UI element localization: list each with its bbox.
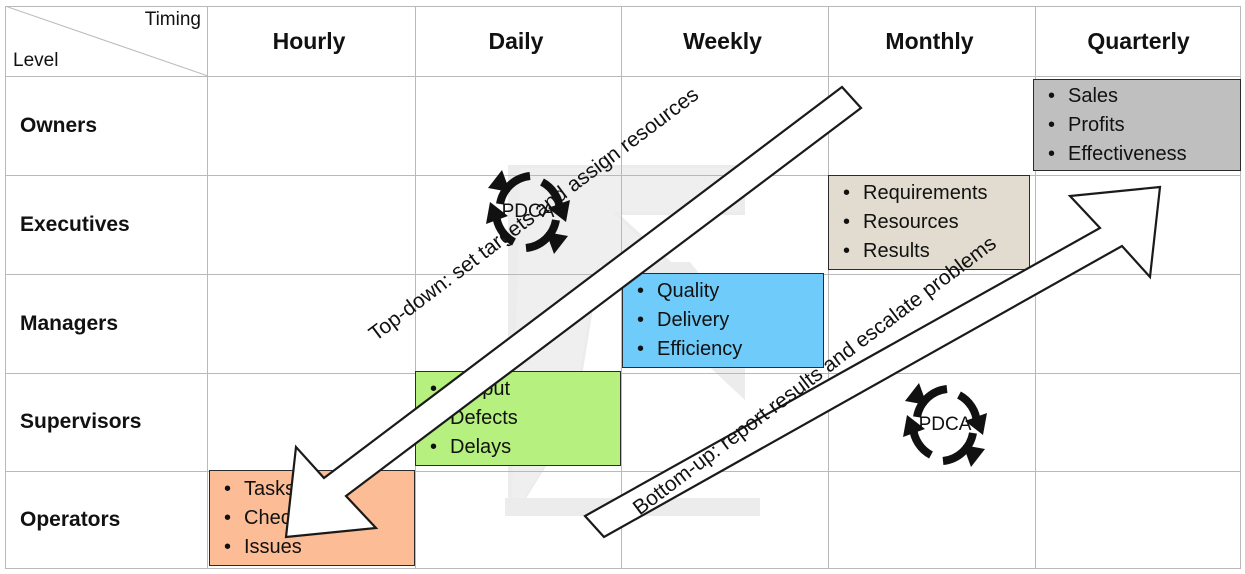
corner-header-cell: Timing Level (5, 6, 208, 76)
pdca-label: PDCA (918, 414, 972, 435)
row-header-operators: Operators (20, 508, 121, 531)
cell-item: •Checks (224, 506, 311, 529)
cell-item: •Sales (1048, 84, 1119, 107)
cell-managers-weekly[interactable]: •Quality •Delivery •Efficiency (622, 273, 824, 368)
grid-border (5, 6, 1241, 569)
cell-item: •Profits (1048, 113, 1125, 136)
cell-executives-monthly[interactable]: •Requirements •Resources •Results (828, 175, 1030, 270)
cell-item: •Output (430, 378, 511, 400)
column-header-quarterly: Quarterly (1087, 27, 1190, 54)
cell-item: •Resources (843, 211, 959, 233)
pdca-label: PDCA (501, 201, 555, 222)
column-header-hourly: Hourly (272, 27, 346, 54)
cell-operators-hourly[interactable]: •Tasks •Checks •Issues (209, 470, 415, 566)
row-header-managers: Managers (20, 311, 119, 335)
grid-line-v1 (207, 6, 208, 569)
grid-line-v4 (828, 6, 829, 569)
column-axis-label: Timing (144, 9, 201, 30)
cell-supervisors-daily[interactable]: •Output •Defects •Delays (415, 371, 621, 466)
cell-item: •Tasks (224, 477, 296, 500)
cell-item: •Efficiency (637, 338, 743, 360)
pdca-cycle-bottom-up: PDCA (897, 377, 993, 473)
row-header-supervisors: Supervisors (20, 410, 142, 433)
grid-line-h1 (5, 76, 1241, 77)
cell-item: •Quality (637, 280, 720, 302)
corner-diagonal-line (5, 6, 208, 76)
row-header-executives: Executives (20, 212, 130, 236)
column-header-daily: Daily (488, 27, 544, 54)
cell-item: •Issues (224, 535, 302, 558)
row-axis-label: Level (13, 50, 59, 71)
cell-item: •Delays (430, 436, 512, 458)
column-header-weekly: Weekly (683, 27, 762, 54)
row-header-owners: Owners (20, 113, 98, 137)
cell-owners-quarterly[interactable]: •Sales •Profits •Effectiveness (1033, 79, 1241, 171)
cell-item: •Results (843, 240, 930, 262)
cell-item: •Effectiveness (1048, 142, 1187, 165)
cell-item: •Defects (430, 407, 518, 429)
column-header-monthly: Monthly (885, 27, 974, 54)
cell-item: •Requirements (843, 182, 988, 204)
cell-item: •Delivery (637, 309, 730, 331)
pdca-cycle-top-down: PDCA (480, 164, 576, 260)
